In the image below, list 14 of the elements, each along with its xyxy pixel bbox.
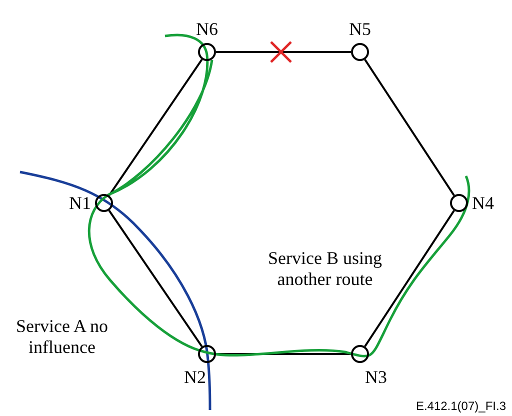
link-line <box>216 353 351 355</box>
service-note: Service B using another route <box>267 248 383 290</box>
figure-id-text: E.412.1(07)_FI.3 <box>414 398 506 415</box>
service-note: Service A no influence <box>15 316 109 358</box>
link-line <box>108 210 203 348</box>
node-label: N1 <box>69 193 91 213</box>
link-line <box>364 210 455 348</box>
node-label: N5 <box>349 19 371 39</box>
node-label: N3 <box>365 367 387 387</box>
node-label: N4 <box>472 193 494 213</box>
node-label: N6 <box>196 19 218 39</box>
link-line <box>364 58 455 196</box>
link-line <box>216 51 351 53</box>
node-label: N2 <box>184 367 206 387</box>
